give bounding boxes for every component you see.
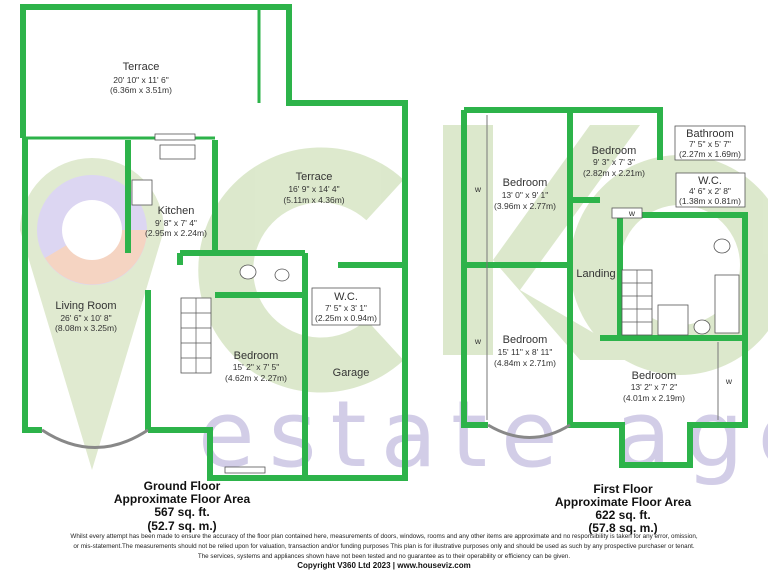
room-dimensions-metric: (1.38m x 0.81m) <box>679 196 741 206</box>
room-bedroom-2: Bedroom 9' 3" x 7' 3" (2.82m x 2.21m) <box>583 145 645 178</box>
first-floor-plan <box>461 107 748 468</box>
wardrobe-label: w <box>628 208 636 218</box>
room-dimensions: 7' 5" x 3' 1" <box>325 303 367 313</box>
room-dimensions-metric: (6.36m x 3.51m) <box>110 85 172 95</box>
room-garage: Garage <box>333 367 370 379</box>
room-bedroom-1: Bedroom 13' 0" x 9' 1" (3.96m x 2.77m) <box>494 177 556 211</box>
room-bedroom: Bedroom 15' 2" x 7' 5" (4.62m x 2.27m) <box>225 350 287 383</box>
bay-window <box>41 428 149 449</box>
first-floor-area: First Floor Approximate Floor Area 622 s… <box>555 482 692 535</box>
logo-letter-k-stem <box>443 125 493 355</box>
room-dimensions-metric: (3.96m x 2.77m) <box>494 201 556 211</box>
room-dimensions: 4' 6" x 2' 8" <box>689 186 731 196</box>
room-landing: Landing <box>576 268 615 280</box>
room-terrace-2: Terrace 16' 9" x 14' 4" (5.11m x 4.36m) <box>283 171 344 205</box>
room-wc-first: W.C. 4' 6" x 2' 8" (1.38m x 0.81m) <box>679 175 741 206</box>
logo-letter-k-arm <box>493 125 640 360</box>
room-name: Bedroom <box>503 177 548 189</box>
room-dimensions: 7' 5" x 5' 7" <box>689 139 731 149</box>
wc-label-box <box>311 287 381 326</box>
room-dimensions: 20' 10" x 11' 6" <box>113 75 168 85</box>
room-dimensions: 15' 2" x 7' 5" <box>233 362 280 372</box>
room-dimensions: 26' 6" x 10' 8" <box>60 313 111 323</box>
floor-subtitle: Approximate Floor Area <box>114 492 251 506</box>
room-kitchen: Kitchen 9' 8" x 7' 4" (2.95m x 2.24m) <box>145 205 207 238</box>
floor-area-sqft: 622 sq. ft. <box>595 508 650 522</box>
floor-subtitle: Approximate Floor Area <box>555 495 692 509</box>
toilet-icon <box>274 268 290 282</box>
room-dimensions-metric: (4.84m x 2.71m) <box>494 358 556 368</box>
room-dimensions-metric: (2.82m x 2.21m) <box>583 168 645 178</box>
wc-basin-icon <box>239 264 257 280</box>
room-name: Kitchen <box>158 205 195 217</box>
room-bedroom-3: Bedroom 15' 11" x 8' 11" (4.84m x 2.71m) <box>494 334 556 368</box>
room-dimensions: 13' 2" x 7' 2" <box>631 382 678 392</box>
room-name: Bedroom <box>234 350 279 362</box>
floor-title: Ground Floor <box>144 479 221 493</box>
room-dimensions-metric: (2.95m x 2.24m) <box>145 228 207 238</box>
room-living-room: Living Room 26' 6" x 10' 8" (8.08m x 3.2… <box>55 300 117 333</box>
room-dimensions-metric: (5.11m x 4.36m) <box>283 195 344 205</box>
hob-icon <box>131 179 153 206</box>
room-name: Terrace <box>296 171 333 183</box>
room-dimensions: 9' 8" x 7' 4" <box>155 218 197 228</box>
room-bathroom: Bathroom 7' 5" x 5' 7" (2.27m x 1.69m) <box>679 128 741 159</box>
room-name: Bedroom <box>632 370 677 382</box>
room-dimensions: 13' 0" x 9' 1" <box>502 190 549 200</box>
floor-area-sqft: 567 sq. ft. <box>154 505 209 519</box>
floor-title: First Floor <box>593 482 653 496</box>
room-dimensions-metric: (2.25m x 0.94m) <box>315 313 377 323</box>
room-dimensions-metric: (8.08m x 3.25m) <box>55 323 117 333</box>
staircase-icon <box>621 269 653 336</box>
kitchen-sink-icon <box>159 144 196 160</box>
copyright: Copyright V360 Ltd 2023 | www.houseviz.c… <box>297 561 471 570</box>
wardrobe-label: w <box>474 184 482 194</box>
room-name: W.C. <box>698 175 722 187</box>
room-wc: W.C. 7' 5" x 3' 1" (2.25m x 0.94m) <box>315 291 377 323</box>
disclaimer-line: or mis-statement.The measurements should… <box>73 543 695 550</box>
watermark-text: estate agents <box>198 381 768 488</box>
toilet-icon <box>713 238 731 254</box>
disclaimer-line: Whilst every attempt has been made to en… <box>70 533 698 540</box>
floor-area-sqm: (52.7 sq. m.) <box>147 519 216 533</box>
window-icon <box>224 466 266 474</box>
wc-label-box <box>675 172 746 208</box>
room-name: Terrace <box>123 61 160 73</box>
room-dimensions: 15' 11" x 8' 11" <box>498 347 553 357</box>
ground-floor-area: Ground Floor Approximate Floor Area 567 … <box>114 479 251 533</box>
window-icon <box>154 133 196 141</box>
pin-hole <box>62 200 122 260</box>
staircase-icon <box>180 297 212 374</box>
room-terrace-1: Terrace 20' 10" x 11' 6" (6.36m x 3.51m) <box>110 61 172 95</box>
room-dimensions-metric: (4.01m x 2.19m) <box>623 393 685 403</box>
bathroom-label-box <box>674 125 746 161</box>
room-dimensions-metric: (2.27m x 1.69m) <box>679 149 741 159</box>
disclaimer-line: The services, systems and appliances sho… <box>197 553 571 560</box>
bath-icon <box>714 274 740 334</box>
room-name: Bathroom <box>686 128 734 140</box>
room-dimensions-metric: (4.62m x 2.27m) <box>225 373 287 383</box>
room-name: W.C. <box>334 291 358 303</box>
bay-window <box>487 423 571 439</box>
wardrobe-label: w <box>725 376 733 386</box>
logo-letter-c <box>198 147 404 393</box>
room-name: Bedroom <box>592 145 637 157</box>
room-bedroom-4: Bedroom 13' 2" x 7' 2" (4.01m x 2.19m) <box>623 370 685 403</box>
wardrobe-label: w <box>474 336 482 346</box>
floor-area-sqm: (57.8 sq. m.) <box>588 521 657 535</box>
wardrobe <box>611 207 643 219</box>
room-dimensions: 16' 9" x 14' 4" <box>288 184 339 194</box>
shower-icon <box>657 304 689 336</box>
room-name: Bedroom <box>503 334 548 346</box>
room-dimensions: 9' 3" x 7' 3" <box>593 157 635 167</box>
basin-icon <box>693 319 711 335</box>
ground-floor-plan <box>20 4 408 481</box>
watermark-logo: estate agents <box>20 125 768 488</box>
room-name: Living Room <box>55 300 116 312</box>
